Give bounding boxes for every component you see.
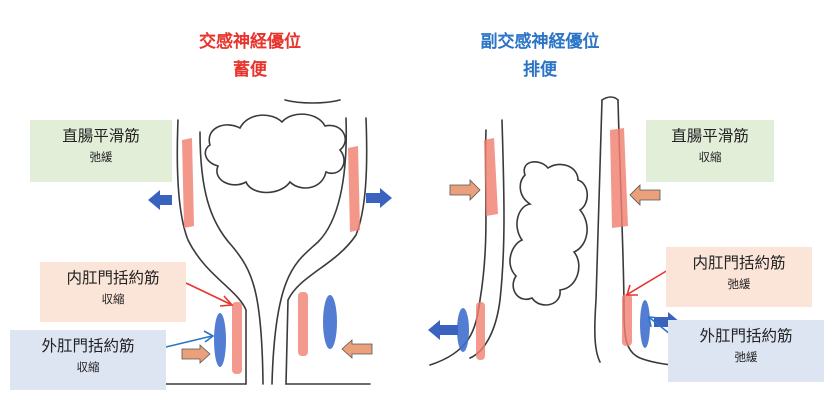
left-title-text: 交感神経優位 bbox=[199, 32, 301, 52]
left-rectum-inner-wall-right bbox=[271, 117, 348, 385]
left-arrow-out-right bbox=[366, 188, 392, 208]
left-arrow-in-left bbox=[181, 344, 211, 364]
left-subtitle-text: 蓄便 bbox=[233, 60, 267, 80]
left-smooth-muscle-box: 直腸平滑筋 弛緩 bbox=[30, 120, 172, 182]
left-external-sphincter-box: 外肛門括約筋 収縮 bbox=[10, 330, 166, 390]
right-internal-sphincter-name: 内肛門括約筋 bbox=[692, 254, 786, 272]
right-rectum-wall-right bbox=[594, 99, 603, 363]
left-external-pointer bbox=[165, 335, 213, 348]
right-title-text: 副交感神経優位 bbox=[480, 32, 600, 52]
left-title: 交感神経優位 蓄便 bbox=[150, 31, 350, 81]
right-rectum-wall-left-inner bbox=[469, 119, 505, 359]
right-internal-pointer-head bbox=[625, 284, 638, 296]
right-smooth-muscle-state: 収縮 bbox=[698, 150, 722, 164]
right-external-sphincter-left bbox=[457, 308, 469, 352]
left-internal-sphincter bbox=[232, 302, 242, 374]
right-arrow-in-right bbox=[629, 184, 661, 206]
left-internal-pointer-head bbox=[219, 295, 234, 307]
right-internal-pointer bbox=[627, 269, 669, 295]
right-arrow-out-left bbox=[428, 320, 458, 340]
right-external-pointer bbox=[649, 317, 671, 335]
right-external-sphincter-right bbox=[640, 300, 650, 348]
left-arrow-out-left bbox=[148, 190, 172, 210]
left-external-sphincter-state: 収縮 bbox=[76, 360, 100, 374]
right-smooth-muscle-box: 直腸平滑筋 収縮 bbox=[646, 120, 774, 182]
left-rectum-inner-wall-left bbox=[199, 131, 264, 385]
left-smooth-muscle-right bbox=[348, 146, 360, 232]
left-smooth-muscle-left bbox=[182, 138, 194, 228]
right-arrow-in-left bbox=[449, 179, 481, 201]
right-internal-sphincter-right bbox=[622, 294, 632, 346]
left-rectum-outer-wall-left bbox=[176, 119, 247, 385]
right-external-sphincter-name: 外肛門括約筋 bbox=[699, 327, 793, 345]
left-internal-sphincter-box: 内肛門括約筋 収縮 bbox=[40, 262, 186, 322]
right-internal-sphincter-left bbox=[476, 302, 485, 360]
left-internal-sphincter-state: 収縮 bbox=[101, 292, 125, 306]
left-internal-sphincter-name: 内肛門括約筋 bbox=[66, 269, 160, 287]
left-rectum-outer-wall-right bbox=[285, 117, 368, 385]
right-smooth-muscle-name: 直腸平滑筋 bbox=[671, 127, 749, 145]
right-external-sphincter-state: 弛緩 bbox=[734, 350, 758, 364]
left-stool bbox=[204, 113, 346, 194]
left-smooth-muscle-name: 直腸平滑筋 bbox=[62, 127, 140, 145]
left-smooth-muscle-state: 弛緩 bbox=[89, 150, 113, 164]
left-external-sphincter-right bbox=[323, 295, 337, 349]
right-external-pointer-head bbox=[648, 316, 660, 328]
right-internal-sphincter-state: 弛緩 bbox=[727, 277, 751, 291]
left-external-sphincter bbox=[214, 313, 226, 367]
left-external-pointer-head bbox=[203, 330, 215, 343]
left-top-boundary bbox=[284, 99, 341, 104]
left-internal-pointer bbox=[185, 282, 231, 305]
right-smooth-muscle-right bbox=[610, 128, 628, 228]
left-external-sphincter-name: 外肛門括約筋 bbox=[41, 337, 135, 355]
right-internal-sphincter-box: 内肛門括約筋 弛緩 bbox=[666, 247, 812, 307]
right-smooth-muscle-left bbox=[484, 138, 498, 216]
left-internal-sphincter-right bbox=[298, 292, 308, 356]
right-subtitle-text: 排便 bbox=[523, 60, 557, 80]
right-external-sphincter-box: 外肛門括約筋 弛緩 bbox=[668, 320, 824, 382]
right-title: 副交感神経優位 排便 bbox=[440, 31, 640, 81]
left-arrow-in-right bbox=[341, 339, 373, 359]
right-stool bbox=[509, 161, 589, 306]
right-top-boundary bbox=[601, 96, 619, 101]
